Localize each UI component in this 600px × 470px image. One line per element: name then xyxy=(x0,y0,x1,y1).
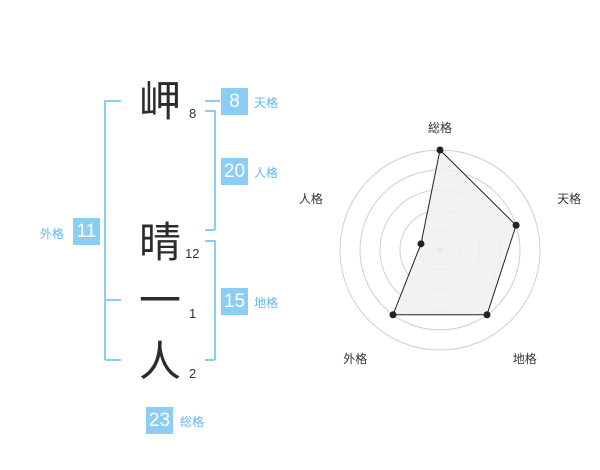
gaikaku-bracket-top xyxy=(105,100,121,102)
chikaku-bracket-top xyxy=(205,240,215,242)
name-char-3: 一 xyxy=(139,276,182,325)
radar-polygon xyxy=(392,148,517,316)
radar-axis-label: 地格 xyxy=(513,351,537,366)
gaikaku-label: 外格 xyxy=(40,227,65,241)
name-char-1: 岬 xyxy=(139,77,182,126)
radar-point xyxy=(389,311,397,319)
gaikaku-badge: 11 xyxy=(73,218,100,245)
tenkaku-connector xyxy=(205,100,220,102)
jinkaku-badge: 20 xyxy=(221,158,248,185)
radar-point xyxy=(483,311,491,319)
chikaku-bracket-side xyxy=(214,240,216,360)
gaikaku-bracket-mid xyxy=(105,299,121,301)
soukaku-label: 総格 xyxy=(180,415,205,429)
stroke-count-4: 2 xyxy=(189,366,197,381)
radar-axis-label: 天格 xyxy=(557,191,581,206)
stroke-count-3: 1 xyxy=(189,306,197,321)
gaikaku-bracket-side xyxy=(104,100,106,360)
name-char-4: 人 xyxy=(139,337,182,386)
jinkaku-bracket-bottom xyxy=(205,229,215,231)
stroke-count-2: 12 xyxy=(185,246,200,261)
radar-axis-label: 総格 xyxy=(428,120,452,135)
radar-point xyxy=(417,240,425,248)
soukaku-badge: 23 xyxy=(146,407,173,434)
chikaku-badge: 15 xyxy=(221,288,248,315)
radar-axis-label: 人格 xyxy=(299,191,323,206)
jinkaku-label: 人格 xyxy=(254,166,279,180)
radar-point xyxy=(512,221,520,229)
chikaku-label: 地格 xyxy=(254,296,279,310)
tenkaku-label: 天格 xyxy=(254,96,279,110)
jinkaku-bracket-top xyxy=(205,110,215,112)
chikaku-bracket-bottom xyxy=(205,359,215,361)
jinkaku-bracket-side xyxy=(214,110,216,230)
name-char-2: 晴 xyxy=(139,218,182,267)
gaikaku-bracket-bottom xyxy=(105,359,121,361)
tenkaku-badge: 8 xyxy=(221,88,248,115)
radar-point xyxy=(436,146,444,154)
radar-axis-label: 外格 xyxy=(343,351,367,366)
stroke-count-1: 8 xyxy=(189,106,197,121)
